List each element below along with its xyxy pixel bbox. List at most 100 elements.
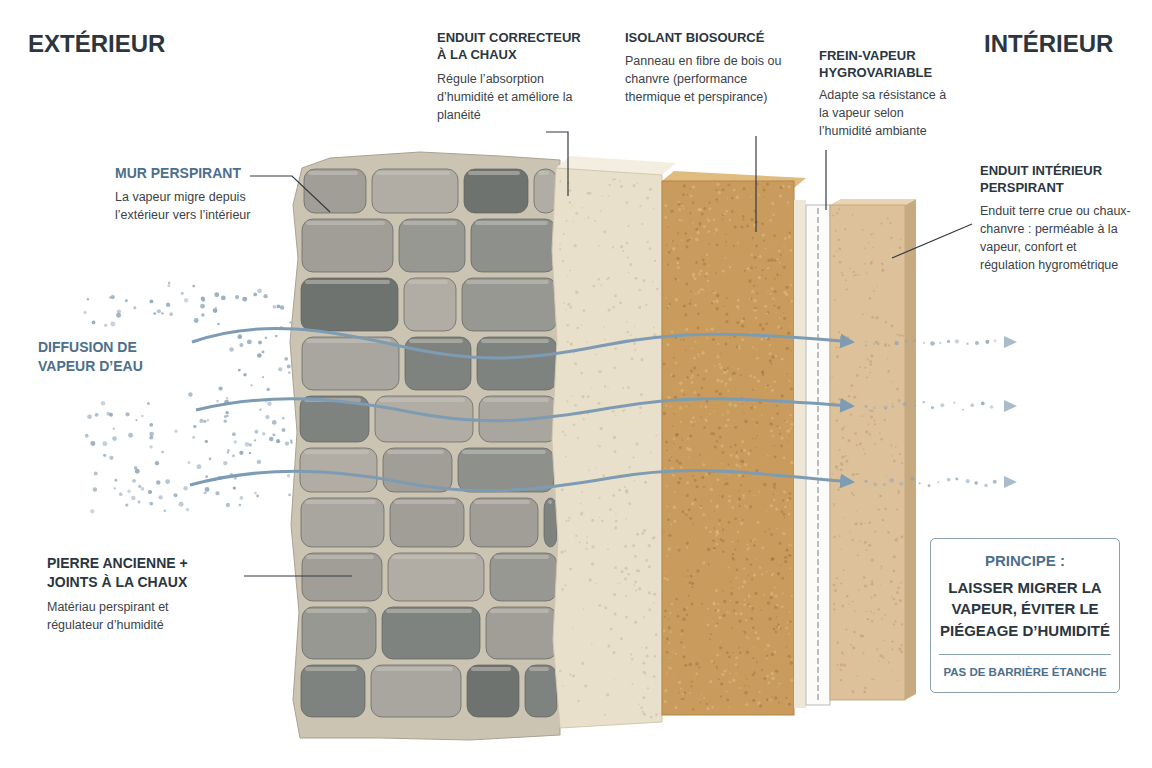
vapour-dot — [265, 336, 268, 339]
fibre-grain — [708, 208, 711, 211]
fibre-grain — [786, 429, 790, 433]
plaster-grain — [653, 327, 655, 329]
leader-line — [825, 150, 826, 210]
fibre-grain — [777, 306, 780, 309]
vapour-dot — [966, 479, 970, 483]
plaster-grain — [572, 627, 573, 628]
vapour-dot — [109, 296, 112, 299]
plaster-grain — [612, 494, 615, 497]
vapour-dot — [216, 400, 219, 403]
fibre-grain — [691, 603, 694, 606]
fibre-grain — [708, 265, 710, 267]
fibre-grain — [716, 355, 719, 358]
fibre-grain — [788, 554, 791, 557]
render-grain — [849, 268, 850, 269]
stone-highlight — [529, 667, 549, 671]
interior-render-side — [905, 199, 916, 700]
vapour-dot — [165, 479, 170, 484]
stone — [462, 278, 557, 331]
fibre-grain — [682, 219, 684, 221]
fibre-grain — [754, 406, 756, 408]
fibre-grain — [677, 481, 680, 484]
fibre-grain — [738, 619, 741, 622]
fibre-grain — [773, 380, 776, 383]
fibre-grain — [712, 539, 715, 542]
plaster-grain — [588, 470, 590, 472]
stone-highlight — [475, 221, 548, 225]
fibre-grain — [682, 693, 684, 695]
vapour-dot — [239, 451, 243, 455]
fibre-grain — [707, 231, 709, 233]
vapour-dot — [234, 440, 237, 443]
plaster-grain — [590, 388, 591, 389]
vapour-dot — [94, 472, 98, 476]
vapour-dot — [282, 417, 285, 420]
stone — [302, 607, 376, 659]
fibre-grain — [729, 613, 731, 615]
fibre-grain — [701, 476, 704, 479]
fibre-grain — [727, 198, 728, 199]
vapour-dot — [883, 483, 886, 486]
fibre-grain — [788, 380, 790, 382]
render-grain — [897, 586, 899, 588]
plaster-grain — [648, 591, 651, 594]
render-grain — [869, 410, 871, 412]
fibre-grain — [731, 587, 732, 588]
fibre-grain — [716, 294, 719, 297]
fibre-grain — [714, 365, 716, 367]
plaster-grain — [561, 551, 564, 554]
render-grain — [894, 620, 896, 622]
plaster-grain — [639, 205, 641, 207]
fibre-grain — [720, 363, 722, 365]
plaster-grain — [566, 400, 568, 402]
fibre-grain — [740, 226, 743, 229]
fibre-grain — [763, 483, 767, 487]
plaster-grain — [627, 257, 629, 259]
stone — [372, 169, 458, 213]
fibre-grain — [710, 327, 713, 330]
fibre-grain — [703, 225, 706, 228]
render-grain — [864, 541, 867, 544]
render-grain — [868, 544, 871, 547]
fibre-grain — [697, 291, 700, 294]
fibre-grain — [783, 266, 786, 269]
plaster-grain — [639, 406, 642, 409]
fibre-grain — [695, 421, 696, 422]
fibre-grain — [766, 658, 768, 660]
render-grain — [891, 455, 893, 457]
fibre-grain — [770, 533, 773, 536]
fibre-grain — [777, 572, 780, 575]
fibre-grain — [741, 585, 744, 588]
render-grain — [833, 503, 835, 505]
fibre-grain — [666, 571, 667, 572]
render-grain — [864, 523, 865, 524]
render-grain — [843, 664, 846, 667]
fibre-grain — [774, 651, 777, 654]
fibre-grain — [713, 219, 715, 221]
fibre-grain — [718, 523, 720, 525]
vapour-dot — [990, 405, 994, 409]
plaster-grain — [625, 518, 627, 520]
fibre-grain — [773, 628, 776, 631]
stone-highlight — [387, 450, 444, 454]
plaster-grain — [653, 208, 654, 209]
plaster-grain — [600, 427, 603, 430]
fibre-grain — [775, 631, 778, 634]
fibre-grain — [743, 631, 746, 634]
render-grain — [867, 359, 869, 361]
interior-texture — [831, 208, 903, 693]
fibre-grain — [709, 488, 713, 492]
render-grain — [844, 426, 846, 428]
fibre-grain — [728, 184, 730, 186]
render-grain — [873, 290, 875, 292]
fibre-grain — [753, 544, 756, 547]
fibre-grain — [667, 519, 670, 522]
render-grain — [891, 596, 892, 597]
fibre-grain — [699, 454, 701, 456]
fibre-grain — [723, 600, 726, 603]
fibre-grain — [693, 366, 696, 369]
plaster-grain — [645, 304, 647, 306]
vapour-dot — [174, 493, 178, 497]
render-grain — [863, 691, 866, 694]
fibre-grain — [769, 596, 772, 599]
